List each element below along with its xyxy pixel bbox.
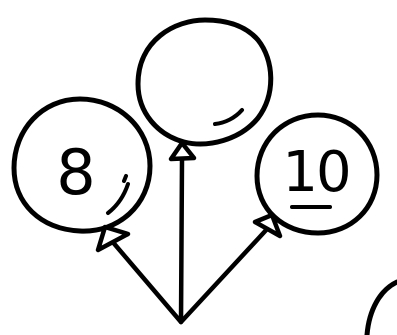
arrow-middle-shaft <box>181 160 182 322</box>
balloon-left: 8 <box>14 99 150 231</box>
balloon-right: 10 <box>257 115 377 233</box>
balloon-middle-outline <box>138 20 271 144</box>
arrow-left-head <box>98 227 128 250</box>
arrow-right-shaft <box>181 228 268 322</box>
balloon-partial-edge <box>367 282 397 335</box>
balloon-middle <box>138 20 271 144</box>
balloon-left-number: 8 <box>56 136 95 209</box>
arrow-left-shaft <box>111 240 181 322</box>
balloon-right-number: 10 <box>282 140 349 205</box>
balloon-left-highlight-2 <box>124 176 126 181</box>
